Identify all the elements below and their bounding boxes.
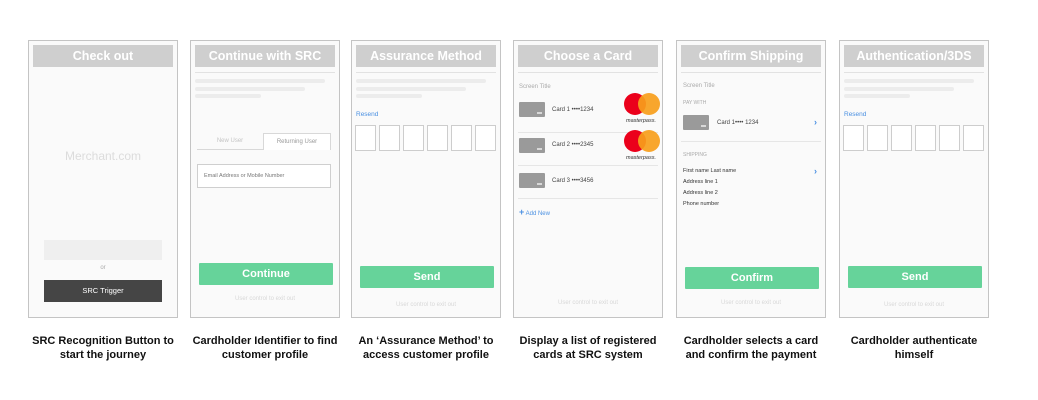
section-divider xyxy=(681,141,821,142)
chevron-right-icon[interactable]: › xyxy=(814,166,817,176)
shipping-phone: Phone number xyxy=(683,201,720,207)
screen-header: Authentication/3DS xyxy=(844,45,984,67)
screen-authentication-3ds: Authentication/3DS Resend Send User cont… xyxy=(839,40,989,318)
otp-digit-box[interactable] xyxy=(475,125,496,151)
placeholder-line xyxy=(195,87,305,91)
placeholder-line xyxy=(356,79,486,83)
header-divider xyxy=(681,72,821,73)
screen-header: Choose a Card xyxy=(518,45,658,67)
placeholder-line xyxy=(195,79,325,83)
otp-digit-box[interactable] xyxy=(355,125,376,151)
screen-title: Screen Title xyxy=(519,84,551,90)
exit-link[interactable]: User control to exit out xyxy=(557,300,619,306)
header-divider xyxy=(518,72,658,73)
email-mobile-input[interactable]: Email Address or Mobile Number xyxy=(197,164,331,188)
card-icon xyxy=(519,102,545,117)
tab-returning-user[interactable]: Returning User xyxy=(263,133,331,150)
exit-link[interactable]: User control to exit out xyxy=(883,302,945,308)
card-icon xyxy=(519,173,545,188)
otp-digit-box[interactable] xyxy=(427,125,448,151)
placeholder-line xyxy=(356,94,422,98)
confirm-button[interactable]: Confirm xyxy=(685,267,819,289)
checkout-button[interactable] xyxy=(44,240,162,260)
masterpass-label: masterpass. xyxy=(626,118,656,124)
card-label[interactable]: Card 2 ••••2345 xyxy=(552,142,594,148)
chevron-right-icon[interactable]: › xyxy=(814,117,817,127)
row-divider xyxy=(518,165,658,166)
shipping-name: First name Last name xyxy=(683,168,737,174)
add-new-label: Add New xyxy=(525,211,550,217)
header-divider xyxy=(844,72,984,73)
screen-header: Assurance Method xyxy=(356,45,496,67)
otp-digit-box[interactable] xyxy=(451,125,472,151)
otp-digit-box[interactable] xyxy=(915,125,936,151)
caption-continue-src: Cardholder Identifier to find customer p… xyxy=(192,335,338,361)
screen-continue-src: Continue with SRC New User Returning Use… xyxy=(190,40,340,318)
otp-digit-box[interactable] xyxy=(939,125,960,151)
card-label[interactable]: Card 1 ••••1234 xyxy=(552,107,594,113)
otp-digit-box[interactable] xyxy=(891,125,912,151)
screen-choose-card: Choose a Card Screen Title Card 1 ••••12… xyxy=(513,40,663,318)
otp-digit-box[interactable] xyxy=(843,125,864,151)
resend-link[interactable]: Resend xyxy=(844,111,867,118)
card-icon xyxy=(519,138,545,153)
card-label: Card 1•••• 1234 xyxy=(717,120,759,126)
header-divider xyxy=(356,72,496,73)
exit-link[interactable]: User control to exit out xyxy=(395,302,457,308)
plus-icon: + xyxy=(519,207,525,217)
screen-title: Screen Title xyxy=(683,83,715,89)
add-new-card-button[interactable]: + Add New xyxy=(519,207,550,217)
continue-button[interactable]: Continue xyxy=(199,263,333,285)
masterpass-logo: masterpass. xyxy=(620,93,662,127)
masterpass-logo: masterpass. xyxy=(620,130,662,164)
otp-digit-box[interactable] xyxy=(963,125,984,151)
caption-confirm-shipping: Cardholder selects a card and confirm th… xyxy=(683,335,819,361)
card-icon xyxy=(683,115,709,130)
caption-checkout: SRC Recognition Button to start the jour… xyxy=(32,335,174,361)
pay-with-label: PAY WITH xyxy=(683,100,707,106)
exit-link[interactable]: User control to exit out xyxy=(234,296,296,302)
send-button[interactable]: Send xyxy=(360,266,494,288)
screen-header: Check out xyxy=(33,45,173,67)
placeholder-line xyxy=(844,94,910,98)
header-divider xyxy=(195,72,335,73)
shipping-label: SHIPPING xyxy=(683,152,707,158)
screen-header: Confirm Shipping xyxy=(681,45,821,67)
masterpass-label: masterpass. xyxy=(626,155,656,161)
row-divider xyxy=(518,132,658,133)
otp-digit-box[interactable] xyxy=(867,125,888,151)
shipping-address-line-2: Address line 2 xyxy=(683,190,718,196)
src-trigger-button[interactable]: SRC Trigger xyxy=(44,280,162,302)
placeholder-line xyxy=(356,87,466,91)
placeholder-line xyxy=(195,94,261,98)
card-label[interactable]: Card 3 ••••3456 xyxy=(552,178,594,184)
placeholder-line xyxy=(844,79,974,83)
shipping-address-line-1: Address line 1 xyxy=(683,179,718,185)
exit-link[interactable]: User control to exit out xyxy=(720,300,782,306)
placeholder-line xyxy=(844,87,954,91)
screen-confirm-shipping: Confirm Shipping Screen Title PAY WITH C… xyxy=(676,40,826,318)
caption-assurance-method: An ‘Assurance Method’ to access customer… xyxy=(358,335,494,361)
merchant-logo-text: Merchant.com xyxy=(64,149,142,163)
otp-digit-box[interactable] xyxy=(403,125,424,151)
screen-assurance-method: Assurance Method Resend Send User contro… xyxy=(351,40,501,318)
resend-link[interactable]: Resend xyxy=(356,111,379,118)
screen-header: Continue with SRC xyxy=(195,45,335,67)
otp-input-group[interactable] xyxy=(843,125,984,151)
caption-choose-card: Display a list of registered cards at SR… xyxy=(519,335,657,361)
screen-checkout: Check out Merchant.com or SRC Trigger xyxy=(28,40,178,318)
caption-authentication-3ds: Cardholder authenticate himself xyxy=(850,335,978,361)
or-separator: or xyxy=(100,265,106,271)
row-divider xyxy=(518,198,658,199)
otp-input-group[interactable] xyxy=(355,125,496,151)
tab-new-user[interactable]: New User xyxy=(197,133,263,150)
send-button[interactable]: Send xyxy=(848,266,982,288)
otp-digit-box[interactable] xyxy=(379,125,400,151)
